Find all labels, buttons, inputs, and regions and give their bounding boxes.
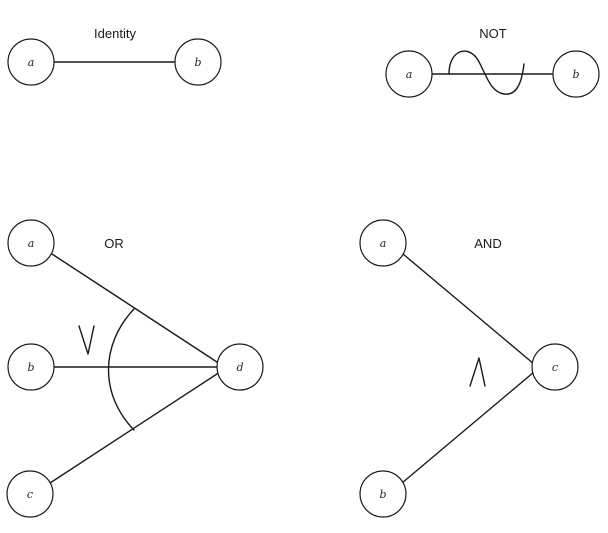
and-node-c-label: c	[552, 361, 558, 374]
not-node-b: b	[552, 50, 600, 98]
not-node-b-label: b	[572, 68, 579, 81]
identity-panel: Identity a b	[7, 26, 222, 86]
or-edge-c-d	[49, 371, 221, 484]
or-arc	[107, 308, 135, 431]
or-title: OR	[104, 236, 124, 251]
not-panel: NOT a b	[385, 26, 600, 98]
not-wave-symbol	[448, 50, 525, 95]
or-edge-a-d	[51, 253, 221, 365]
identity-node-b: b	[174, 38, 222, 86]
and-title: AND	[474, 236, 501, 251]
and-panel: AND a b c	[359, 219, 579, 518]
and-node-a: a	[359, 219, 407, 267]
and-node-a-label: a	[380, 237, 387, 250]
or-node-a-label: a	[28, 237, 35, 250]
logical-and-symbol-icon	[469, 357, 486, 387]
and-node-c: c	[531, 343, 579, 391]
and-edge-b-c	[401, 371, 535, 484]
logical-or-symbol-icon	[78, 325, 95, 355]
and-edge-a-c	[402, 253, 535, 365]
identity-node-a: a	[7, 38, 55, 86]
or-node-b-label: b	[27, 361, 34, 374]
or-node-d-label: d	[236, 361, 243, 374]
or-node-a: a	[7, 219, 55, 267]
not-node-a: a	[385, 50, 433, 98]
or-node-c: c	[6, 470, 54, 518]
or-panel: OR a b c d	[6, 219, 264, 518]
or-node-c-label: c	[27, 488, 33, 501]
identity-node-b-label: b	[194, 56, 201, 69]
or-node-d: d	[216, 343, 264, 391]
identity-node-a-label: a	[28, 56, 35, 69]
and-node-b-label: b	[379, 488, 386, 501]
identity-title: Identity	[94, 26, 136, 41]
not-node-a-label: a	[406, 68, 413, 81]
and-node-b: b	[359, 470, 407, 518]
or-node-b: b	[7, 343, 55, 391]
not-title: NOT	[479, 26, 507, 41]
